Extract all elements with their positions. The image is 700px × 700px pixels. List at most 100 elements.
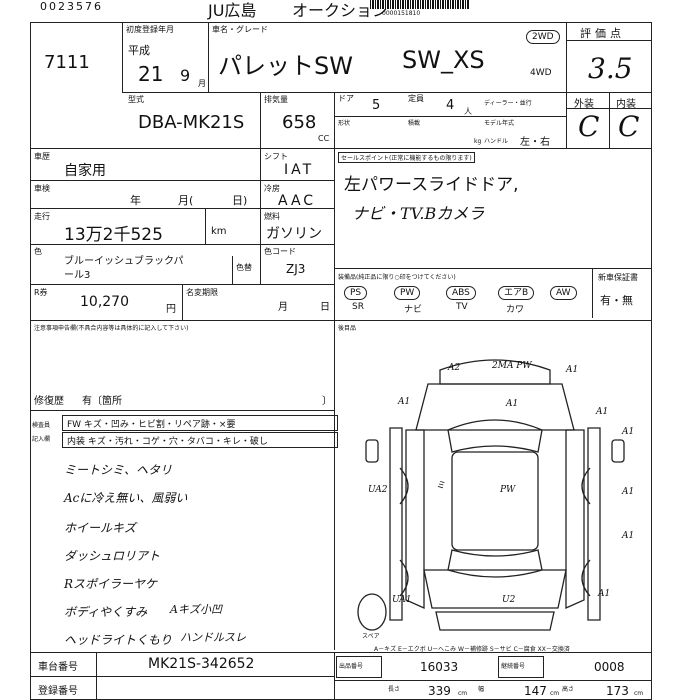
diagram-right-rear-wheel <box>581 559 591 597</box>
entry-number: 16033 <box>420 660 459 674</box>
diagram-rear-bumper <box>435 611 555 631</box>
capacity-value: 4 <box>446 98 455 113</box>
diagram-right-front-wheel <box>581 467 591 505</box>
inspection-label: 車検 <box>34 184 50 193</box>
chassis-number: MK21S-342652 <box>148 656 255 672</box>
equipment-aw: AW <box>550 286 577 300</box>
displacement-cell: 排気量 658 CC <box>260 92 335 148</box>
color-code-label: 色コード <box>264 247 296 256</box>
repair-history-close: 〕 <box>322 396 332 407</box>
entry-number-label: 出品番号 <box>339 663 364 670</box>
diagram-mark-a1-right-2: A1 <box>621 427 634 437</box>
selling-point-2: ナビ・TV.Bカメラ <box>352 204 485 223</box>
drive-2wd: 2WD <box>526 30 560 44</box>
displacement-label: 排気量 <box>264 95 288 104</box>
fuel-value: ガソリン <box>266 226 322 242</box>
registration-label: 登録番号 <box>38 686 78 697</box>
car-name-cell: 車名・グレード パレットSW SW_XS 2WD 4WD <box>208 22 567 92</box>
note-extra-2: ハンドルスレ <box>180 631 246 644</box>
entry-number-box: 出品番号 <box>336 656 382 678</box>
barcode-number: 0000151810 <box>382 10 421 17</box>
equipment-label: 装備品(純正品に限り○印をつけてください) <box>338 274 456 281</box>
ac-label: 冷房 <box>264 184 280 193</box>
diagram-left-body <box>389 427 403 621</box>
diagram-roof <box>451 451 539 551</box>
diagram-mark-a1-left: A1 <box>397 397 410 407</box>
warranty-value: 有・無 <box>600 294 633 307</box>
diagram-mark-2ma-pw: 2MA PW <box>491 361 532 371</box>
diagram-front-bumper <box>439 359 551 385</box>
km-unit: km <box>211 226 227 237</box>
diagram-right-side <box>565 429 585 610</box>
note-extra-1: Aキズ小凹 <box>170 603 222 616</box>
height-label: 高さ <box>562 686 575 693</box>
diagram-hood <box>415 383 575 431</box>
after-label: 後目品 <box>338 325 357 332</box>
auction-name: JU広島 <box>208 1 257 20</box>
diagram-mark-ua1: UA1 <box>392 595 412 605</box>
diagram-windshield <box>447 419 543 453</box>
lot-number-cell: 7111 <box>30 22 123 92</box>
diagram-mark-a1-right-4: A1 <box>621 531 634 541</box>
diagram-rear-window <box>447 549 543 578</box>
repair-history-label: 修復歴 <box>34 396 64 407</box>
selling-points-label: セールスポイント(正常に機能するもの限ります) <box>338 152 475 163</box>
inspection-month: 月( <box>178 194 194 207</box>
shift-value: IAT <box>284 162 315 178</box>
recycle-label: R券 <box>34 288 48 297</box>
fuel-label: 燃料 <box>264 212 280 221</box>
length-label: 長さ <box>388 686 401 693</box>
diagram-spare-tire <box>357 593 387 631</box>
car-diagram: A2 2MA PW A1 A1 A1 A1 A1 UA2 ミ PW A1 A1 … <box>357 359 634 640</box>
doors-value: 5 <box>372 98 381 113</box>
recycle-amount: 10,270 <box>80 294 129 310</box>
month-unit: 月 <box>198 79 206 88</box>
nav-number-box: 継続番号 <box>498 656 544 678</box>
mileage-label: 走行 <box>34 212 50 221</box>
length-unit: cm <box>458 690 468 697</box>
usage-value: 自家用 <box>64 163 106 179</box>
ac-value: AAC <box>278 193 317 209</box>
color-line2: ール3 <box>64 270 91 281</box>
usage-label: 車歴 <box>34 152 50 161</box>
diagram-legend: A－キズ E－エクボ U－へこみ W－補修跡 S－サビ C－腐食 XX－交換済 <box>374 646 570 653</box>
drive-4wd: 4WD <box>530 68 552 78</box>
note-line-6: ボディやくすみ <box>64 605 148 619</box>
exterior-checks: FW キズ・凹み・ヒビ割・リペア跡・×要 <box>67 420 236 430</box>
capacity-label: 定員 <box>408 94 424 103</box>
exterior-label: 外装 <box>574 99 594 110</box>
equipment-abs: ABS <box>446 286 476 300</box>
width-unit: cm <box>550 690 560 697</box>
diagram-right-body <box>587 427 601 621</box>
nav-number-label: 継続番号 <box>501 663 526 670</box>
car-name: パレットSW <box>218 52 353 80</box>
load-label: 積載 <box>408 120 421 127</box>
score-label: 評価点 <box>580 27 625 40</box>
model-value: DBA-MK21S <box>138 112 245 133</box>
diagram-left-mirror <box>365 439 379 463</box>
car-grade: SW_XS <box>402 46 485 74</box>
color-label: 色 <box>34 247 42 256</box>
color-change-label: 色替 <box>236 263 252 272</box>
auction-name-2: オークション <box>292 1 389 20</box>
note-line-1: ミートシミ、ヘタリ <box>64 463 173 477</box>
equipment-kawa: カワ <box>506 305 525 315</box>
diagram-spare-label: スペア <box>362 633 380 640</box>
note-line-7: ヘッドライトくもり <box>64 633 173 647</box>
displacement-value: 658 <box>282 112 317 133</box>
handwritten-notes: ミートシミ、ヘタリ Acに冷え無い、風弱い ホイールキズ ダッシュロリアト Rス… <box>30 455 334 650</box>
length-value: 339 <box>428 684 451 698</box>
score-value: 3.5 <box>588 52 633 85</box>
diagram-mark-a1-right-3: A1 <box>621 487 634 497</box>
reg-month: 9 <box>180 66 191 85</box>
inspection-year: 年 <box>130 194 141 207</box>
doors-label: ドア <box>338 94 354 103</box>
nav-number: 0008 <box>594 660 625 674</box>
warranty-label: 新車保証書 <box>598 273 638 282</box>
tax-month: 月 <box>278 302 288 313</box>
note-line-4: ダッシュロリアト <box>64 549 161 563</box>
equipment-navi: ナビ <box>404 305 423 315</box>
inspection-day: 日) <box>232 194 248 207</box>
diagram-mark-a1-hood: A1 <box>505 399 518 409</box>
diagram-rear-hatch <box>423 569 567 609</box>
